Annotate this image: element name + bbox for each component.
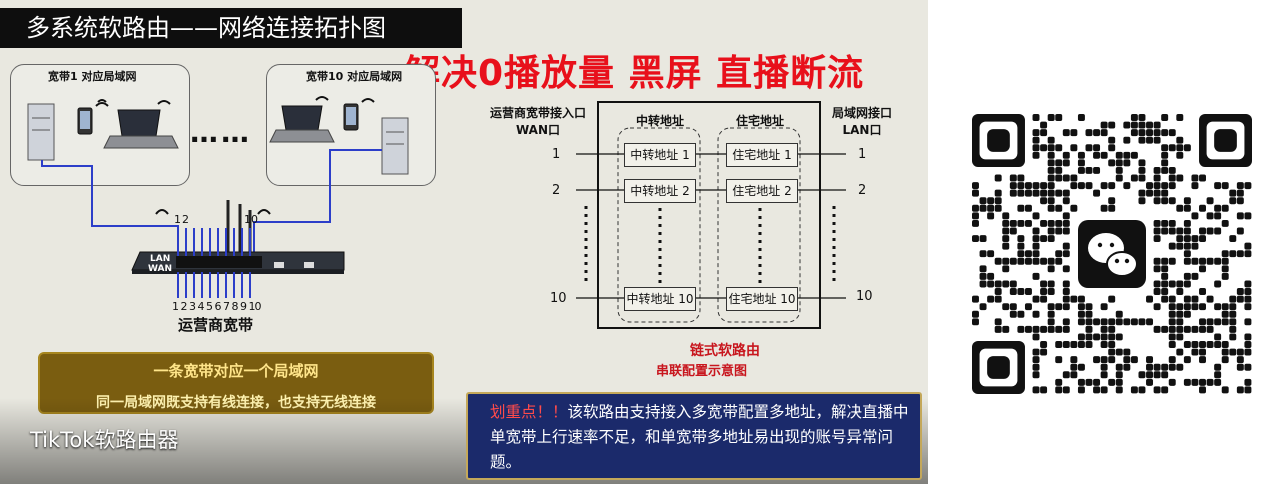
wan-header-line2: WAN口 (515, 123, 561, 137)
wechat-icon (1078, 220, 1146, 288)
lan-port-10: 10 (856, 289, 873, 304)
lan10-label: 宽带10 对应局域网 (306, 70, 403, 83)
phone-icon (343, 103, 359, 131)
laptop-icon (103, 109, 179, 149)
summary-line-2: 同一局域网既支持有线连接，也支持无线连接 (40, 392, 432, 412)
chain-router-diagram (576, 101, 846, 329)
lan-port-2: 2 (858, 183, 867, 198)
relay-header: 中转地址 (635, 114, 684, 128)
relay-address-1: 中转地址 1 (624, 143, 696, 167)
wan-header: 运营商宽带接入口 WAN口 (486, 104, 590, 138)
lan-text: LAN (150, 254, 171, 264)
wan-port-10: 10 (550, 291, 567, 306)
qr-modules (972, 114, 1252, 394)
relay-address-10: 中转地址 10 (624, 287, 696, 311)
ellipsis-dots: …… (190, 116, 252, 149)
wifi-icon (315, 96, 329, 101)
series-config-label: 串联配置示意图 (656, 364, 748, 379)
lan-header: 局域网接口 LAN口 (822, 104, 902, 138)
home-address-10: 住宅地址 10 (726, 287, 798, 311)
note-highlight: 划重点！！ (490, 403, 568, 421)
summary-box: 一条宽带对应一个局域网 同一局域网既支持有线连接，也支持无线连接 (38, 352, 434, 414)
video-caption: TikTok软路由器 (30, 428, 179, 452)
left-network-diagram (27, 96, 409, 298)
qr-finder-bottom-left (972, 341, 1025, 394)
phone-icon (77, 107, 93, 135)
qr-finder-top-right (1199, 114, 1252, 167)
wan-header-line1: 运营商宽带接入口 (489, 106, 586, 120)
wan-text: WAN (148, 264, 173, 274)
home-header: 住宅地址 (735, 114, 784, 128)
wan-port-numbers: 1 2 3 4 5 6 7 8 9 10 (172, 300, 261, 313)
note-body: 该软路由支持接入多宽带配置多地址，解决直播中单宽带上行速率不足，和单宽带多地址易… (490, 403, 909, 471)
wifi-icon (361, 98, 375, 103)
laptop-icon (269, 105, 335, 143)
lan-header-line2: LAN口 (842, 123, 882, 137)
server-icon (381, 117, 409, 175)
lan-header-line1: 局域网接口 (831, 106, 892, 120)
router-port-1: 1 (174, 213, 181, 226)
home-address-2: 住宅地址 2 (726, 179, 798, 203)
headline-text: 解决0播放量 黑屏 直播断流 (404, 53, 865, 94)
qr-finder-top-left (972, 114, 1025, 167)
relay-address-2: 中转地址 2 (624, 179, 696, 203)
isp-label: 运营商宽带 (178, 316, 254, 334)
wan-cables (177, 228, 251, 298)
wifi-icon (95, 99, 109, 107)
summary-line-1: 一条宽带对应一个局域网 (153, 362, 319, 380)
chain-router-label: 链式软路由 (690, 343, 760, 359)
lan-port-1: 1 (858, 147, 867, 162)
home-address-1: 住宅地址 1 (726, 143, 798, 167)
lan1-label: 宽带1 对应局域网 (48, 70, 137, 83)
router-port-2: 2 (182, 213, 189, 226)
wechat-qr-code[interactable] (972, 114, 1252, 394)
promo-banner: 多系统软路由——网络连接拓扑图 解决0播放量 黑屏 直播断流 宽带1 对应局域网… (0, 0, 928, 484)
page-title: 多系统软路由——网络连接拓扑图 (0, 8, 462, 48)
wan-port-1: 1 (552, 147, 561, 162)
lan10-cable (253, 149, 382, 256)
router-icon (131, 200, 345, 274)
highlight-note: 划重点！！该软路由支持接入多宽带配置多地址，解决直播中单宽带上行速率不足，和单宽… (466, 392, 922, 480)
server-icon (27, 103, 55, 161)
router-port-10: 10 (244, 213, 258, 226)
wifi-icon (157, 100, 171, 105)
wan-port-2: 2 (552, 183, 561, 198)
note-text: 划重点！！该软路由支持接入多宽带配置多地址，解决直播中单宽带上行速率不足，和单宽… (490, 400, 920, 475)
